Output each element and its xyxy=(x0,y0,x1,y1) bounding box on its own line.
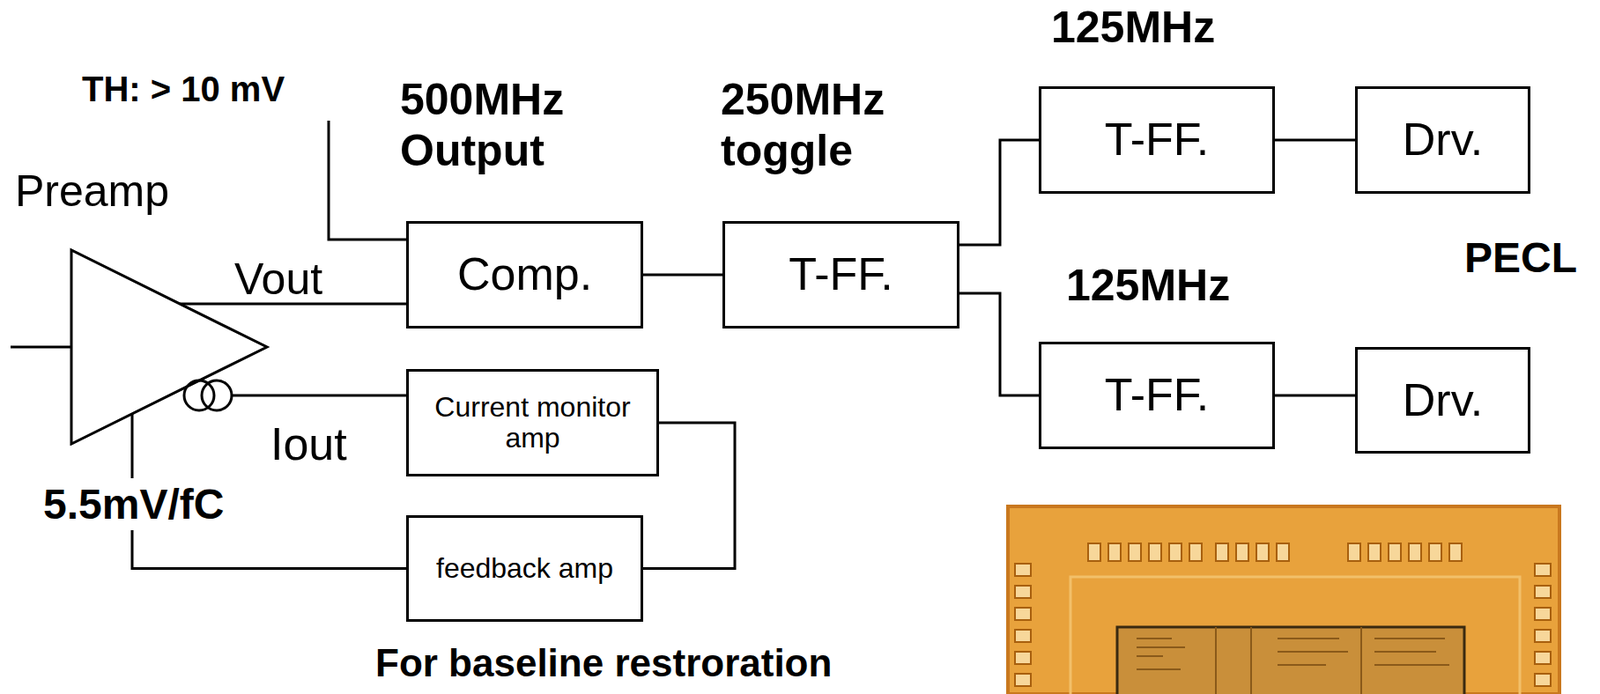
signal-wire xyxy=(959,140,1039,245)
threshold-wire xyxy=(328,120,407,240)
annotation: 500MHz Output xyxy=(400,74,603,177)
annotation: 250MHz toggle xyxy=(720,74,915,177)
box-label: Comp. xyxy=(457,249,593,300)
driver-box: Drv. xyxy=(1355,86,1531,194)
signal-wire xyxy=(1274,139,1356,142)
amplifier-box: Current monitor amp xyxy=(406,369,660,477)
box-label: T-FF. xyxy=(1104,370,1209,421)
box-label: Drv. xyxy=(1402,114,1483,165)
chip-photo xyxy=(1007,506,1560,694)
annotation: 125MHz xyxy=(1066,260,1230,312)
signal-name: Vout xyxy=(234,257,323,302)
signal-wire xyxy=(643,274,723,277)
amplifier-box: feedback amp xyxy=(406,515,644,623)
driver-box: Drv. xyxy=(1355,347,1531,454)
signal-wire xyxy=(1274,394,1356,398)
flipflop-box: T-FF. xyxy=(1038,341,1275,450)
box-label: Current monitor amp xyxy=(408,392,657,454)
annotation: TH: > 10 mV xyxy=(81,68,285,110)
box-label: Drv. xyxy=(1402,375,1483,426)
flipflop-box: T-FF. xyxy=(722,221,960,329)
signal-wire xyxy=(231,394,407,398)
annotation: 125MHz xyxy=(1051,2,1215,54)
signal-name: Iout xyxy=(270,421,348,467)
annotation: PECL xyxy=(1464,233,1578,282)
box-label: feedback amp xyxy=(436,553,614,585)
signal-wire xyxy=(179,303,407,306)
box-label: T-FF. xyxy=(1104,114,1209,165)
comparator-box: Comp. xyxy=(406,221,644,329)
current-source-symbol xyxy=(201,380,232,411)
input-wire xyxy=(10,346,74,349)
box-label: T-FF. xyxy=(788,249,893,300)
signal-wire xyxy=(959,293,1039,396)
flipflop-box: T-FF. xyxy=(1038,86,1275,194)
current-source-symbol xyxy=(184,380,215,411)
amplifier-triangle: Preamp xyxy=(14,167,271,446)
block-name: Preamp xyxy=(14,167,170,216)
annotation: 5.5mV/fC xyxy=(40,478,227,531)
annotation: For baseline restroration xyxy=(375,641,832,687)
